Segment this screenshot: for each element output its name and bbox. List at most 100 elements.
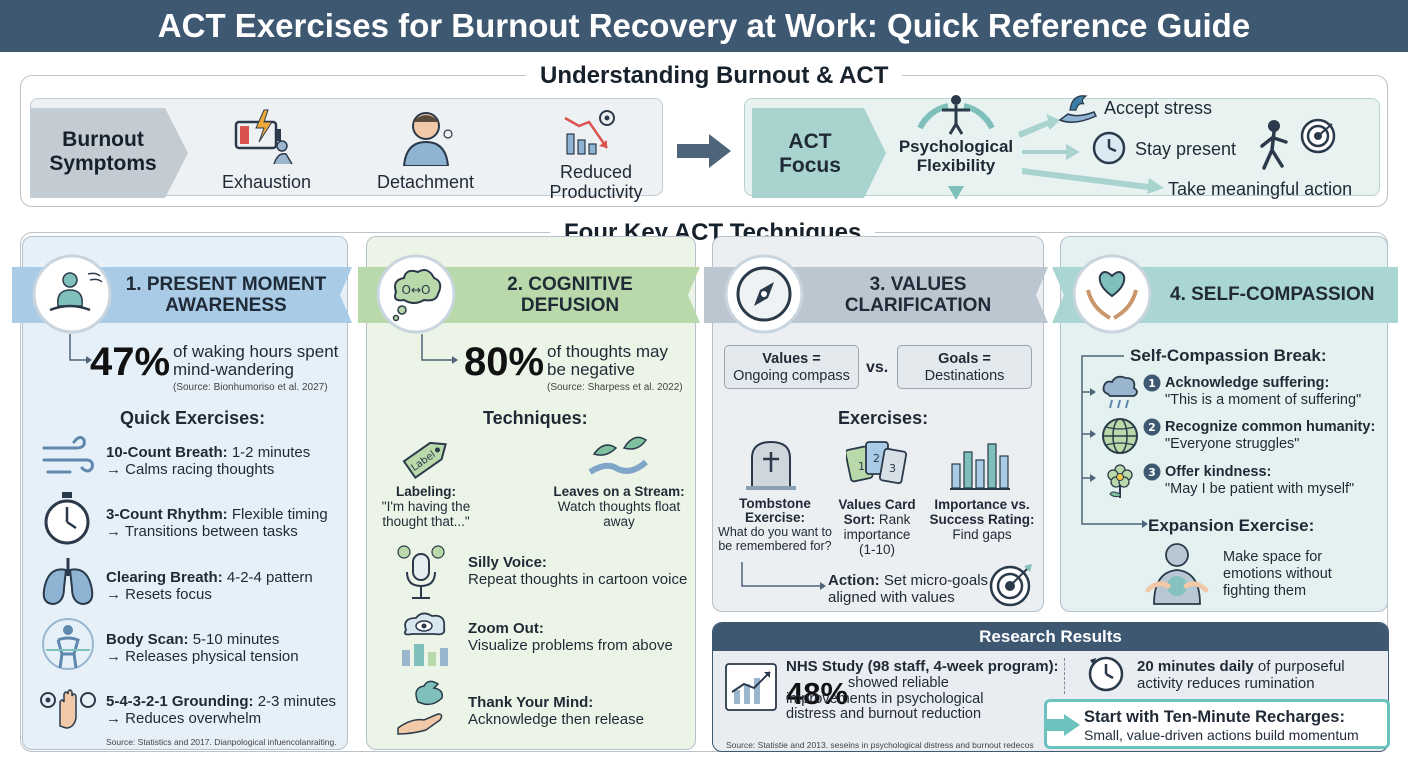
exercise-4: Body Scan: 5-10 minutes→ Releases physic… — [106, 631, 342, 665]
lungs-icon — [40, 556, 96, 608]
card-number-3: 3 — [889, 462, 896, 475]
research-stat-text: showed reliable improvements in psycholo… — [786, 675, 984, 722]
values-action: Action: Set micro-goals aligned with val… — [828, 572, 998, 606]
flexibility-cycle-icon — [898, 88, 1014, 200]
zoom-out-detail: Visualize problems from above — [468, 637, 673, 654]
exercise-5-name: 5-4-3-2-1 Grounding: — [106, 693, 254, 710]
labeling-name: Labeling: — [396, 484, 456, 499]
exercises-subheading: Exercises: — [838, 408, 929, 428]
compassion-flow-line — [1072, 348, 1152, 528]
card-number-1: 1 — [858, 460, 865, 473]
goals-box-title: Goals = — [938, 351, 991, 367]
leaves-name: Leaves on a Stream: — [553, 484, 685, 499]
step-1-name: Acknowledge suffering: — [1165, 375, 1330, 391]
meditation-icon — [30, 252, 114, 336]
thank-mind-detail: Acknowledge then release — [468, 711, 644, 728]
declining-chart-icon — [563, 108, 619, 160]
stat-47: 47% — [90, 340, 171, 384]
bird-hand-icon — [394, 676, 454, 736]
burnout-symptoms-label: Burnout Symptoms — [49, 128, 157, 175]
step-2-name: Recognize common humanity: — [1165, 419, 1376, 435]
action-text: Set micro-goals aligned with values — [828, 572, 989, 606]
thought-cloud-icon: O↔O — [374, 252, 458, 336]
card-number-2: 2 — [873, 452, 880, 465]
compass-icon — [722, 252, 806, 336]
exercise-1-result: → Calms racing thoughts — [106, 461, 275, 478]
stopwatch-icon — [42, 490, 92, 546]
col1-footer-source: Source: Statistics and 2017. Dianpologic… — [106, 737, 337, 747]
label-tag-icon: Label — [398, 430, 454, 486]
stat-arrow-icon-2 — [418, 334, 458, 368]
outcome-arrows — [1018, 112, 1168, 202]
goals-box-text: Destinations — [924, 368, 1005, 384]
importance-rating-exercise: Importance vs. Success Rating:Find gaps — [926, 497, 1038, 542]
psychological-flexibility: Psychological Flexibility — [898, 137, 1014, 175]
silly-voice-technique: Silly Voice:Repeat thoughts in cartoon v… — [468, 554, 692, 588]
exercise-2-name: 3-Count Rhythm: — [106, 506, 228, 523]
title-self-compassion: 4. SELF-COMPASSION — [1170, 284, 1375, 305]
stat-47-text: of waking hours spent mind-wandering — [173, 342, 339, 379]
step-1: Acknowledge suffering:"This is a moment … — [1165, 375, 1385, 409]
title-values: 3. VALUES CLARIFICATION — [844, 274, 992, 316]
act-focus-banner — [752, 108, 886, 198]
heart-hands-icon — [1070, 252, 1154, 336]
cta-arrow-icon — [1044, 714, 1080, 736]
step-3-badge: 3 — [1143, 463, 1161, 481]
tombstone-exercise: Tombstone Exercise:What do you want to b… — [716, 497, 834, 554]
title-present-moment: 1. PRESENT MOMENT AWARENESS — [125, 274, 327, 316]
act-focus-label: ACT Focus — [779, 130, 841, 177]
zoom-out-name: Zoom Out: — [468, 620, 544, 637]
bar-chart-icon — [948, 436, 1012, 492]
exercise-1-name: 10-Count Breath: — [106, 444, 228, 461]
wave-hand-icon — [1056, 90, 1100, 126]
values-box-text: Ongoing compass — [733, 368, 850, 384]
importance-name: Importance vs. Success Rating: — [929, 497, 1035, 527]
leaves-technique: Leaves on a Stream:Watch thoughts float … — [552, 484, 686, 529]
step-2-num: 2 — [1148, 421, 1156, 434]
clock-icon — [1092, 131, 1126, 165]
zoom-out-technique: Zoom Out:Visualize problems from above — [468, 620, 692, 654]
step-3-name: Offer kindness: — [1165, 464, 1272, 480]
exercise-1: 10-Count Breath: 1-2 minutes→ Calms raci… — [106, 444, 342, 478]
exercise-5: 5-4-3-2-1 Grounding: 2-3 minutes→ Reduce… — [106, 693, 342, 727]
daily-minutes: 20 minutes daily of purposeful activity … — [1137, 658, 1377, 692]
step-2-quote: "Everyone struggles" — [1165, 436, 1300, 452]
understanding-heading: Understanding Burnout & ACT — [526, 62, 903, 90]
target-icon — [988, 562, 1034, 608]
daily-text: of purposeful activity reduces ruminatio… — [1137, 658, 1345, 692]
microphone-icon — [396, 544, 446, 602]
step-2-badge: 2 — [1143, 418, 1161, 436]
card-sort-exercise: Values Card Sort: Rank importance (1-10) — [834, 497, 920, 557]
stat-80-source: (Source: Sharpess et al. 2022) — [547, 382, 683, 393]
exercise-4-result: → Releases physical tension — [106, 648, 299, 665]
step-1-num: 1 — [1148, 377, 1156, 390]
exercise-3-detail: 4-2-4 pattern — [226, 569, 313, 586]
rain-cloud-icon — [1100, 372, 1140, 412]
body-scan-icon — [40, 618, 96, 672]
stat-80: 80% — [464, 340, 545, 384]
card-sort-name: Values Card Sort: — [838, 497, 916, 527]
cta-title: Start with Ten-Minute Recharges: — [1084, 708, 1345, 726]
exercise-5-result: → Reduces overwhelm — [106, 710, 262, 727]
flower-icon — [1104, 460, 1136, 500]
step-2: Recognize common humanity:"Everyone stru… — [1165, 419, 1387, 453]
values-definition-box: Values =Ongoing compass — [724, 345, 859, 389]
symptom-exhaustion: Exhaustion — [222, 172, 312, 192]
research-source: Source: Statistie and 2013. seseins in p… — [726, 740, 1034, 750]
exercise-3-name: Clearing Breath: — [106, 569, 223, 586]
step-1-badge: 1 — [1143, 374, 1161, 392]
exercise-1-detail: 1-2 minutes — [231, 444, 311, 461]
daily-bold: 20 minutes daily — [1137, 658, 1254, 675]
outcome-stay-present: Stay present — [1135, 139, 1237, 159]
importance-detail: Find gaps — [952, 527, 1012, 542]
nhs-study: NHS Study (98 staff, 4-week program): — [786, 658, 1059, 675]
title-bar: ACT Exercises for Burnout Recovery at Wo… — [0, 0, 1408, 52]
techniques-subheading: Techniques: — [483, 408, 588, 428]
battery-icon — [234, 108, 296, 166]
research-header: Research Results — [713, 623, 1388, 651]
symptom-detachment: Detachment — [377, 172, 475, 192]
step-3-num: 3 — [1148, 466, 1156, 479]
thank-mind-technique: Thank Your Mind:Acknowledge then release — [468, 694, 692, 728]
stat-arrow-icon — [66, 334, 92, 368]
